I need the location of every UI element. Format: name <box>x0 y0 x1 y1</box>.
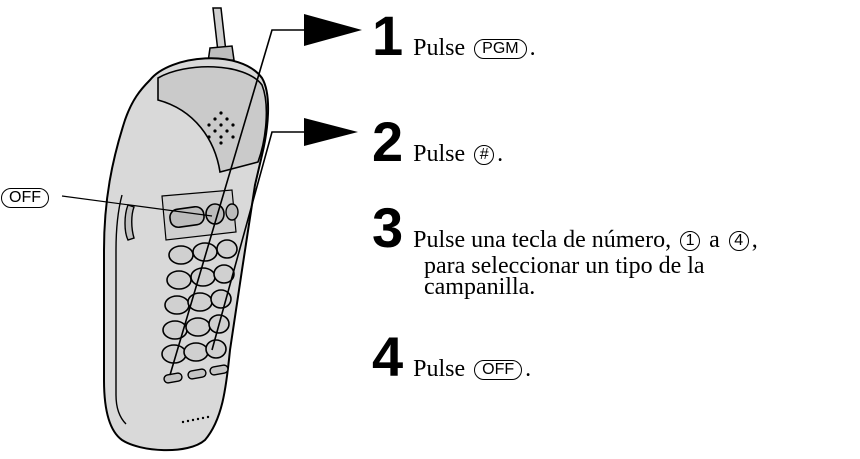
step-4: 4 Pulse OFF. <box>372 325 532 388</box>
off-callout-line <box>61 195 213 217</box>
hash-key-icon: # <box>474 145 495 165</box>
speaker-grille <box>207 111 235 145</box>
step-1: 1 Pulse PGM. <box>372 4 536 67</box>
step-3-line-3: campanilla. <box>424 274 536 300</box>
antenna <box>212 7 227 53</box>
off-key-label: OFF <box>1 188 49 208</box>
step-text: Pulse #. <box>413 141 504 167</box>
step-3: 3 Pulse una tecla de número, 1 a 4, <box>372 196 758 259</box>
keypad <box>161 239 238 364</box>
off-key-callout: OFF <box>1 188 49 209</box>
step-number: 2 <box>372 110 404 173</box>
step-number: 1 <box>372 4 404 67</box>
step-text: Pulse PGM. <box>413 35 536 61</box>
side-switch <box>124 204 135 241</box>
step-number: 3 <box>372 196 404 259</box>
pgm-key-icon: PGM <box>474 39 527 59</box>
step-number: 4 <box>372 325 404 388</box>
off-key-icon: OFF <box>474 360 523 380</box>
step-3-line-2: para seleccionar un tipo de la <box>424 253 705 279</box>
step-text: Pulse OFF. <box>413 356 532 382</box>
key-4-icon: 4 <box>728 231 749 251</box>
key-1-icon: 1 <box>680 231 701 251</box>
step-2: 2 Pulse #. <box>372 110 504 173</box>
step-text-line-1: Pulse una tecla de número, 1 a 4, <box>413 227 758 253</box>
arrow-step-1 <box>169 29 306 376</box>
arrow-step-2 <box>211 131 306 351</box>
microphone-holes <box>181 415 210 424</box>
